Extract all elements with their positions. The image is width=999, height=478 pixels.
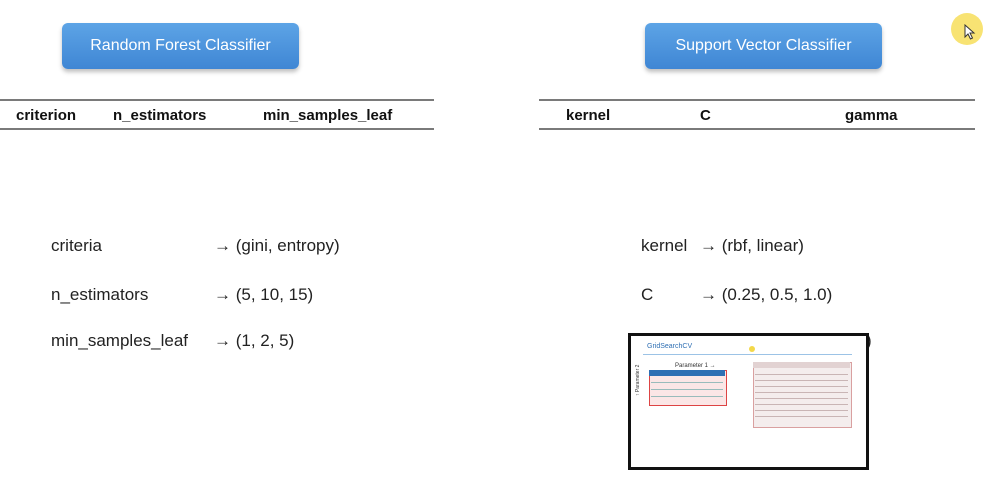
thumbnail-table-line bbox=[755, 416, 848, 417]
rf-header-bottom-rule bbox=[0, 128, 434, 130]
rf-param-min-samples-leaf-name: min_samples_leaf bbox=[51, 331, 189, 350]
thumbnail-table bbox=[753, 362, 852, 428]
thumbnail-grid bbox=[649, 370, 727, 406]
thumbnail-table-line bbox=[755, 380, 848, 381]
thumbnail-grid-line bbox=[651, 396, 723, 397]
thumbnail-table-line bbox=[755, 404, 848, 405]
rf-param-criteria-name: criteria bbox=[51, 236, 103, 255]
rf-header-min-samples-leaf: min_samples_leaf bbox=[263, 107, 393, 124]
gridsearch-thumbnail[interactable]: GridSearchCV Parameter 1 → ↑ Parameter 2 bbox=[628, 333, 869, 470]
rf-header-top-rule bbox=[0, 99, 434, 101]
thumbnail-table-line bbox=[755, 386, 848, 387]
svc-header-bottom-rule bbox=[539, 128, 975, 130]
thumbnail-cursor-dot bbox=[749, 346, 755, 352]
thumbnail-title: GridSearchCV bbox=[647, 343, 693, 350]
rf-param-n-estimators-values: → (5, 10, 15) bbox=[214, 285, 314, 304]
rf-header-criterion: criterion bbox=[16, 107, 77, 124]
thumbnail-grid-header bbox=[649, 370, 725, 376]
rf-param-criteria-values: → (gini, entropy) bbox=[214, 236, 340, 255]
rf-header-n-estimators: n_estimators bbox=[113, 107, 207, 124]
thumbnail-table-line bbox=[755, 374, 848, 375]
rf-param-min-samples-leaf-values: → (1, 2, 5) bbox=[214, 331, 295, 350]
thumbnail-grid-line bbox=[651, 382, 723, 383]
svc-header-c: C bbox=[700, 107, 711, 124]
svc-param-kernel-name: kernel bbox=[641, 236, 688, 255]
cursor-icon bbox=[964, 24, 976, 40]
thumbnail-rule bbox=[643, 354, 852, 355]
thumbnail-parameter-1-label: Parameter 1 → bbox=[675, 363, 716, 369]
svc-header-top-rule bbox=[539, 99, 975, 101]
svc-header-gamma: gamma bbox=[845, 107, 898, 124]
rf-param-n-estimators-name: n_estimators bbox=[51, 285, 149, 304]
support-vector-button[interactable]: Support Vector Classifier bbox=[645, 23, 882, 69]
thumbnail-table-line bbox=[755, 410, 848, 411]
thumbnail-table-line bbox=[755, 392, 848, 393]
svc-param-c-name: C bbox=[641, 285, 654, 304]
thumbnail-grid-line bbox=[651, 389, 723, 390]
thumbnail-table-line bbox=[755, 398, 848, 399]
svc-param-c-values: → (0.25, 0.5, 1.0) bbox=[700, 285, 833, 304]
thumbnail-table-header bbox=[753, 362, 850, 368]
thumbnail-parameter-2-label: ↑ Parameter 2 bbox=[635, 364, 641, 396]
svc-param-kernel-values: → (rbf, linear) bbox=[700, 236, 804, 255]
svc-header-kernel: kernel bbox=[566, 107, 611, 124]
random-forest-button[interactable]: Random Forest Classifier bbox=[62, 23, 299, 69]
